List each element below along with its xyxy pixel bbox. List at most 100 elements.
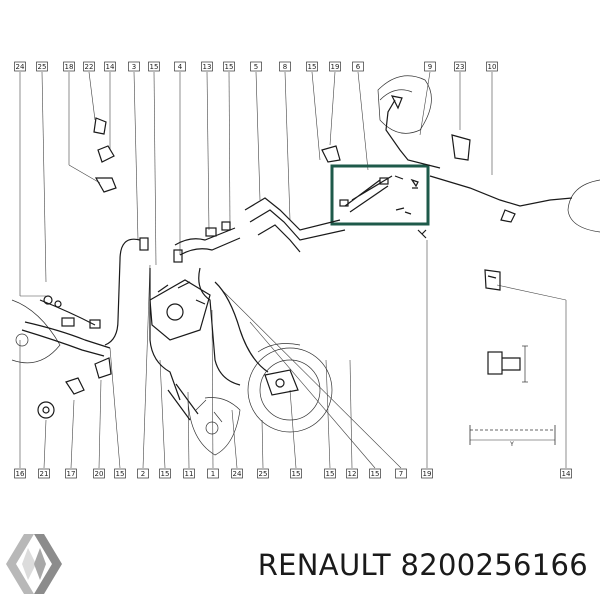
callout-top-label: 14 (106, 63, 115, 71)
callout-top-label: 4 (178, 63, 183, 71)
clip-right (484, 269, 501, 291)
callout-top-box (104, 61, 116, 72)
callout-top-box (352, 61, 364, 72)
callout-top-0: 24 (14, 61, 26, 72)
callout-bottom-10: 25 (257, 468, 269, 479)
callout-top-10: 5 (250, 61, 262, 72)
callout-top-4: 14 (104, 61, 116, 72)
fittings-near-highlight (410, 178, 427, 239)
callout-top-box (174, 61, 186, 72)
callout-bottom-label: 14 (562, 470, 571, 478)
callout-bottom-4: 15 (114, 468, 126, 479)
callout-bottom-box (257, 468, 269, 479)
callout-top-17: 10 (486, 61, 498, 72)
callout-bottom-label: 17 (67, 470, 76, 478)
left-wheel-hub (11, 299, 61, 364)
callout-bottom-box (159, 468, 171, 479)
callout-top-label: 18 (65, 63, 74, 71)
callout-top-box (201, 61, 213, 72)
callout-bottom-label: 25 (259, 470, 268, 478)
callout-top-9: 15 (223, 61, 235, 72)
callout-top-label: 3 (132, 63, 136, 71)
brand-part-number: RENAULT 8200256166 (258, 548, 588, 582)
callout-top-box (250, 61, 262, 72)
callout-bottom-box (346, 468, 358, 479)
callout-bottom-box (207, 468, 219, 479)
callout-top-box (424, 61, 436, 72)
callout-top-13: 19 (329, 61, 341, 72)
callout-bottom-label: 16 (16, 470, 25, 478)
callout-bottom-label: 15 (292, 470, 301, 478)
clips-left (37, 117, 117, 419)
callout-top-box (454, 61, 466, 72)
callout-bottom-box (93, 468, 105, 479)
callout-bottom-7: 11 (183, 468, 195, 479)
callout-bottom-8: 1 (207, 468, 219, 479)
highlight-box (330, 164, 430, 226)
callout-bottom-box (395, 468, 407, 479)
highlighted-pipe-set (339, 175, 418, 215)
callout-top-box (486, 61, 498, 72)
callout-top-label: 24 (16, 63, 25, 71)
callout-bottom-13: 12 (346, 468, 358, 479)
callout-bottom-17: 14 (560, 468, 572, 479)
callout-top-12: 15 (306, 61, 318, 72)
callout-top-label: 9 (428, 63, 432, 71)
callout-bottom-14: 15 (369, 468, 381, 479)
callout-top-label: 15 (225, 63, 234, 71)
callout-bottom-box (65, 468, 77, 479)
rear-wheel-top (377, 75, 432, 134)
callout-top-box (329, 61, 341, 72)
callout-bottom-label: 11 (185, 470, 194, 478)
callout-bottom-11: 15 (290, 468, 302, 479)
callout-bottom-label: 19 (423, 470, 432, 478)
callout-bottom-label: 15 (161, 470, 170, 478)
callout-bottom-2: 17 (65, 468, 77, 479)
callout-bottom-label: 15 (116, 470, 125, 478)
callout-bottom-label: 7 (399, 470, 403, 478)
callout-top-7: 4 (174, 61, 186, 72)
rear-pipe-top (385, 95, 441, 169)
callout-bottom-1: 21 (38, 468, 50, 479)
dimension-label: Y (509, 441, 514, 448)
callout-bottom-label: 24 (233, 470, 242, 478)
callout-bottom-box (38, 468, 50, 479)
callout-top-box (83, 61, 95, 72)
callout-top-box (306, 61, 318, 72)
callout-bottom-label: 20 (95, 470, 104, 478)
callout-bottom-box (290, 468, 302, 479)
rear-wheel-lower (187, 397, 241, 456)
callout-top-box (36, 61, 48, 72)
brake-booster (247, 343, 333, 433)
callout-top-label: 19 (331, 63, 340, 71)
callout-bottom-label: 15 (371, 470, 380, 478)
callout-bottom-box (560, 468, 572, 479)
right-wheel-edge (567, 179, 600, 233)
callout-top-box (279, 61, 291, 72)
callout-top-6: 15 (148, 61, 160, 72)
callout-top-11: 8 (279, 61, 291, 72)
callout-top-box (14, 61, 26, 72)
callout-bottom-label: 1 (211, 470, 215, 478)
callout-bottom-12: 15 (324, 468, 336, 479)
callout-bottom-box (183, 468, 195, 479)
callout-top-15: 9 (424, 61, 436, 72)
dimension-bar: Y (469, 425, 556, 448)
brand-name: RENAULT (257, 548, 391, 582)
callout-top-label: 15 (308, 63, 317, 71)
leader-lines (19, 71, 567, 469)
callout-top-box (63, 61, 75, 72)
callout-bottom-label: 21 (40, 470, 49, 478)
callout-bottom-9: 24 (231, 468, 243, 479)
callout-bottom-box (137, 468, 149, 479)
callout-top-3: 22 (83, 61, 95, 72)
renault-logo (6, 534, 62, 594)
callout-bottom-label: 12 (348, 470, 357, 478)
left-flexible-hose (21, 295, 111, 357)
callout-bottom-label: 2 (141, 470, 145, 478)
callout-top-label: 22 (85, 63, 94, 71)
callout-bottom-box (369, 468, 381, 479)
